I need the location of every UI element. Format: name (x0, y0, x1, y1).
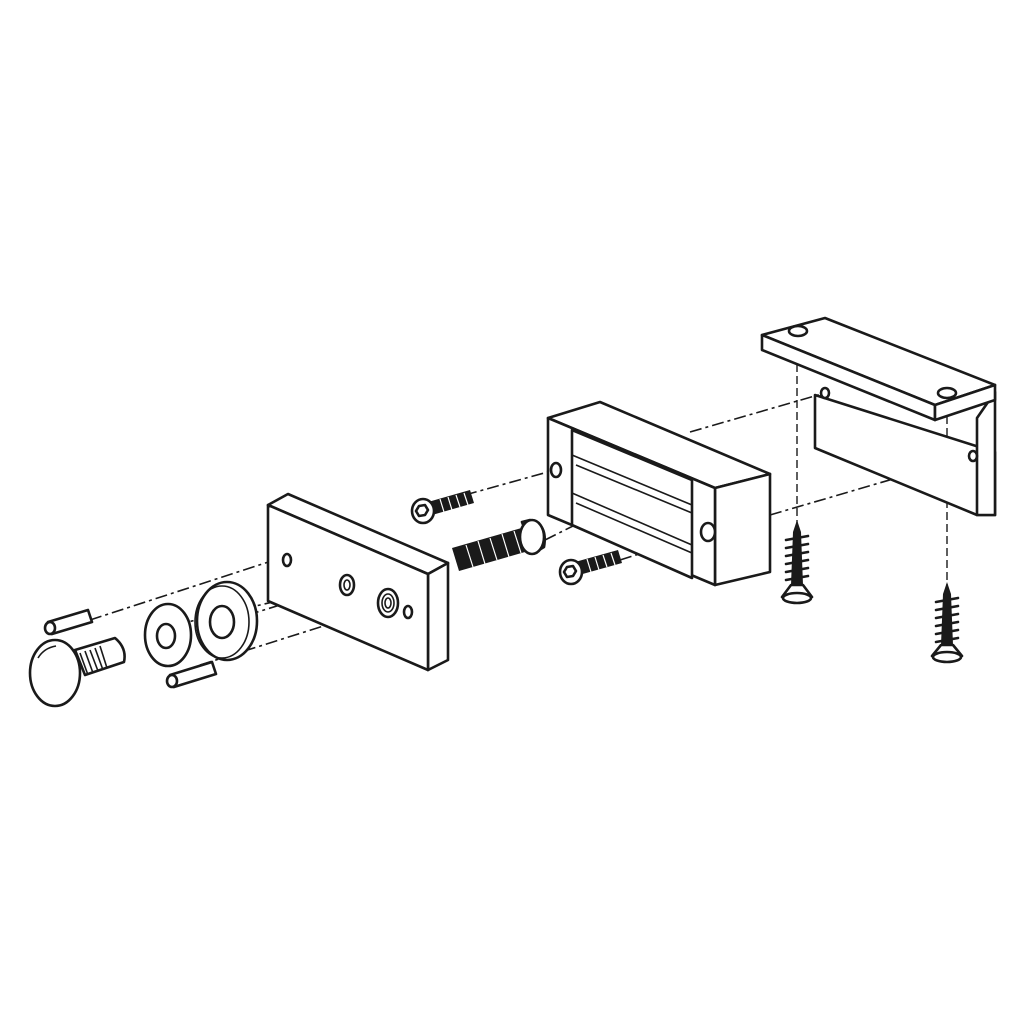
plate-hole-icon (281, 552, 293, 568)
bracket-hole-icon (787, 324, 809, 338)
l-bracket (760, 316, 997, 517)
plate-hole-icon (402, 604, 414, 620)
armature-plate (266, 492, 450, 672)
pin-knurl-icon (79, 645, 108, 676)
wood-screw-right (930, 582, 964, 664)
mounting-bolt (452, 518, 546, 571)
plate-center-hole-icon (376, 587, 400, 619)
locating-pin-upper (43, 608, 94, 636)
hex-socket-icon (562, 564, 578, 579)
socket-cap-screw-upper (410, 490, 474, 525)
body-hole-icon (699, 521, 717, 543)
body-hole-icon (549, 461, 563, 479)
bracket-hole-icon (967, 449, 979, 463)
locating-pin-lower (165, 660, 218, 689)
dome-head-pin (28, 636, 126, 708)
socket-cap-screw-lower (558, 550, 622, 586)
bracket-hole-icon (819, 386, 831, 400)
plate-countersink-icon (338, 573, 356, 597)
flat-washer (143, 602, 193, 668)
large-washer (194, 580, 259, 662)
hex-socket-icon (414, 503, 430, 518)
bracket-hole-icon (936, 386, 958, 400)
wood-screw-left (780, 520, 814, 605)
electromagnet-body (546, 400, 772, 587)
